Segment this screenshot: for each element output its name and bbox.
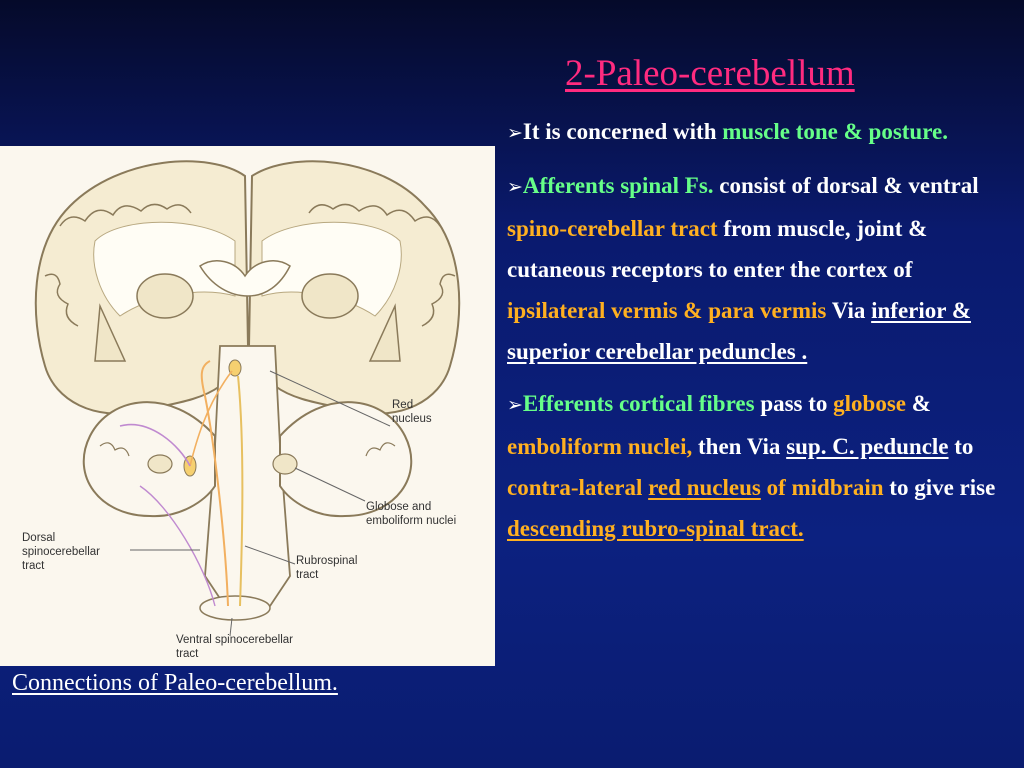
bullet-text: to [948, 434, 974, 459]
label-globose-1: Globose and [366, 501, 431, 513]
label-ventral-1: Ventral spinocerebellar [176, 634, 293, 646]
highlight-text: globose [833, 391, 907, 416]
label-ventral-2: tract [176, 648, 199, 660]
highlight-text: descending rubro-spinal tract. [507, 516, 804, 541]
figure-caption: Connections of Paleo-cerebellum. [12, 670, 338, 696]
bullet-text: from muscle, joint & cutaneous receptors… [507, 216, 928, 282]
highlight-text: of [760, 475, 792, 500]
label-dorsal-1: Dorsal [22, 532, 55, 544]
label-rubrospinal-2: tract [296, 569, 319, 581]
label-rubrospinal-1: Rubrospinal [296, 555, 357, 567]
highlight-text: Afferents spinal Fs. [522, 173, 714, 198]
highlight-text: contra-lateral [507, 475, 643, 500]
brain-diagram-illustration: Red nucleus Globose and emboliform nucle… [22, 160, 461, 660]
bullet-text: then Via [692, 434, 787, 459]
underlined-text: sup. C. peduncle [786, 434, 949, 459]
highlight-text: & [677, 298, 709, 323]
arrow-bullet-icon: ➢ [507, 122, 523, 144]
bullet-afferents: ➢Afferents spinal Fs. consist of dorsal … [507, 165, 1007, 372]
highlight-text: nucleus [686, 475, 761, 500]
bullet-text: It is concerned with [522, 119, 723, 144]
slide-body: ➢It is concerned with muscle tone & post… [507, 111, 1007, 560]
highlight-text: midbrain [791, 475, 884, 500]
highlight-text: para vermis [708, 298, 827, 323]
label-dorsal-3: tract [22, 560, 45, 572]
bullet-text: & [906, 391, 931, 416]
bullet-muscle-tone: ➢It is concerned with muscle tone & post… [507, 111, 1007, 154]
bullet-text: to give rise [883, 475, 996, 500]
label-red-nucleus-2: nucleus [392, 413, 432, 425]
highlight-text: spino-cerebellar tract [507, 216, 718, 241]
arrow-bullet-icon: ➢ [507, 176, 523, 198]
label-globose-2: emboliform nuclei [366, 515, 456, 527]
underlined-text: inferior & superior cerebellar peduncles… [507, 298, 971, 364]
bullet-text: Via [826, 298, 872, 323]
arrow-bullet-icon: ➢ [507, 394, 523, 416]
highlight-text: Efferents cortical fibres [522, 391, 755, 416]
bullet-efferents: ➢Efferents cortical fibres pass to globo… [507, 383, 1007, 549]
slide-title: 2-Paleo-cerebellum [565, 53, 855, 94]
bullet-text: consist of dorsal & ventral [713, 173, 979, 198]
label-dorsal-2: spinocerebellar [22, 546, 100, 558]
label-red-nucleus-1: Red [392, 399, 413, 411]
highlight-text: muscle tone & posture. [722, 119, 948, 144]
brain-diagram-figure: Red nucleus Globose and emboliform nucle… [0, 146, 495, 666]
highlight-text: red [648, 475, 687, 500]
highlight-text: emboliform nuclei, [507, 434, 693, 459]
bullet-text: pass to [754, 391, 834, 416]
highlight-text: ipsilateral vermis [507, 298, 678, 323]
